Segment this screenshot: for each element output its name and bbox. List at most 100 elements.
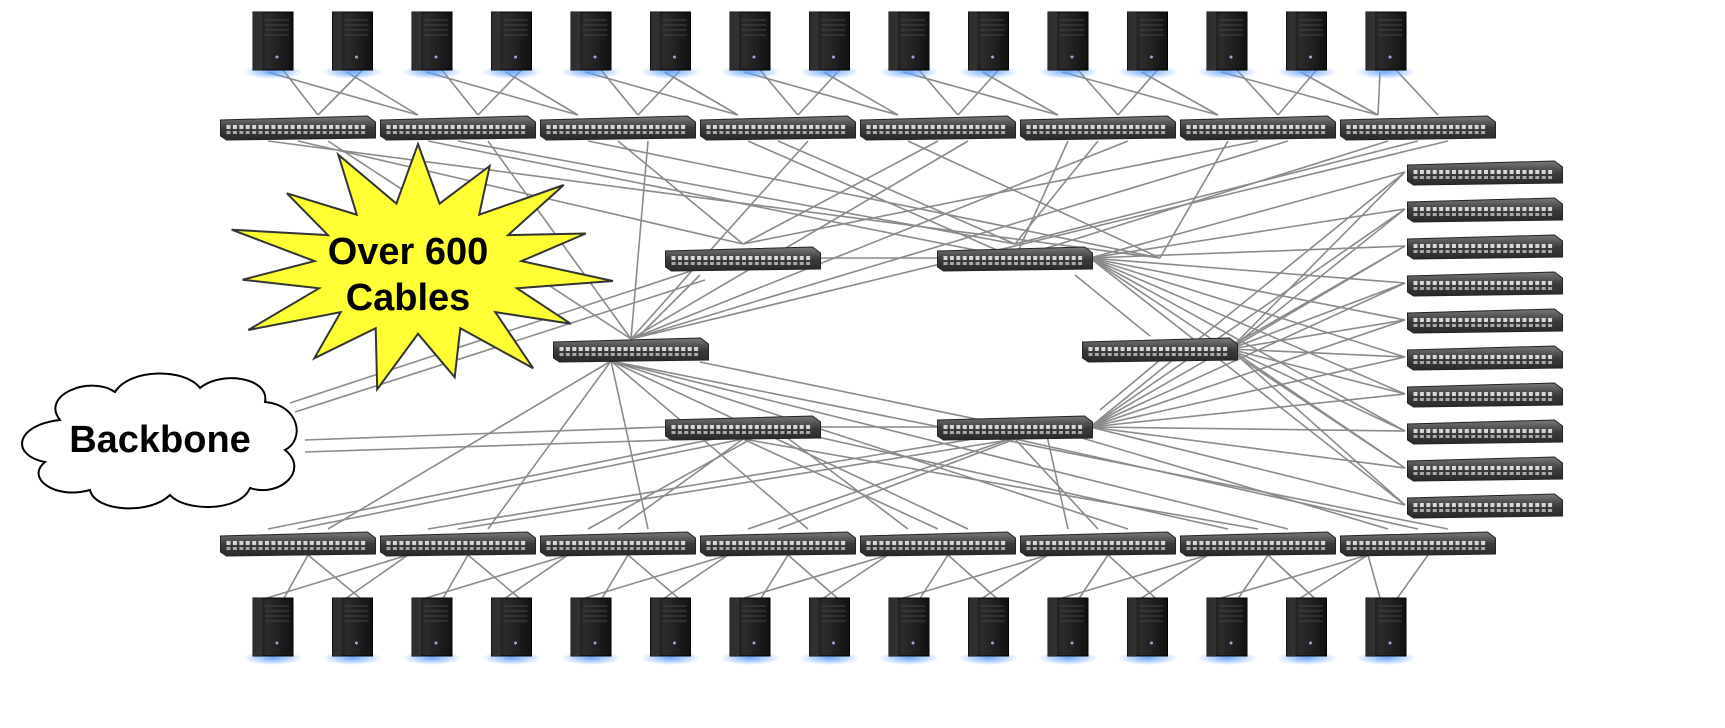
cable <box>1089 282 1406 428</box>
cable <box>982 554 1049 599</box>
cable <box>664 554 729 599</box>
cable <box>918 554 949 601</box>
server-tower-icon <box>561 597 621 665</box>
cable <box>441 554 469 601</box>
cable <box>630 140 1289 340</box>
cable <box>747 140 1016 259</box>
cable <box>759 554 789 601</box>
cable <box>610 360 809 530</box>
network-switch-icon <box>665 415 821 441</box>
server-tower-icon <box>1276 597 1337 665</box>
cable <box>742 140 939 245</box>
cable <box>1229 348 1406 506</box>
network-switch-icon <box>1340 115 1496 141</box>
cable <box>772 426 909 530</box>
network-switch-icon <box>540 531 696 557</box>
cable <box>1229 208 1406 350</box>
network-switch-icon <box>1407 234 1563 260</box>
cable <box>1229 348 1406 432</box>
cable <box>1074 274 1151 337</box>
cable <box>1014 140 1069 259</box>
cable <box>699 361 1016 428</box>
cable <box>1077 554 1109 601</box>
cable <box>1089 393 1406 428</box>
cable <box>823 554 889 599</box>
network-switch-icon <box>1407 456 1563 482</box>
cable <box>1089 319 1406 428</box>
cable <box>1089 257 1406 469</box>
server-tower-icon <box>243 597 303 665</box>
cable <box>1089 257 1406 395</box>
cable <box>902 71 1059 116</box>
cable <box>1089 171 1406 259</box>
cable <box>1220 71 1379 116</box>
cable <box>1061 554 1209 599</box>
cable <box>346 554 409 599</box>
network-switch-icon <box>1407 493 1563 519</box>
cable <box>1044 426 1389 530</box>
cable <box>777 140 1016 245</box>
cable <box>610 360 1449 530</box>
cable <box>743 554 889 599</box>
server-tower-icon <box>402 597 462 665</box>
cable <box>1089 257 1406 284</box>
cable <box>1061 71 1219 116</box>
server-tower-icon <box>1117 597 1178 665</box>
cable-count-callout: Over 600 Cables <box>231 141 614 393</box>
server-tower-icon <box>879 11 939 79</box>
cable <box>425 554 569 599</box>
cable <box>1141 71 1219 116</box>
cable <box>742 438 939 530</box>
cable <box>664 71 739 116</box>
cable <box>505 71 579 116</box>
cable <box>425 71 579 116</box>
cable <box>1220 554 1369 599</box>
server-tower-icon <box>958 11 1019 79</box>
cable <box>1236 554 1269 601</box>
network-switch-icon <box>1407 345 1563 371</box>
cable <box>267 426 774 530</box>
cable <box>630 140 1129 340</box>
cable <box>1089 208 1406 259</box>
callout-line-2: Cables <box>346 277 471 319</box>
server-tower-icon <box>1197 597 1257 665</box>
switch-group <box>220 115 1563 557</box>
server-tower-icon <box>561 11 621 79</box>
cable <box>457 438 1016 530</box>
cable <box>304 439 671 453</box>
cable <box>304 426 666 441</box>
network-switch-icon <box>540 115 696 141</box>
cable <box>1089 171 1406 428</box>
cable <box>297 140 744 245</box>
cable <box>1089 245 1406 428</box>
starburst-icon <box>231 141 614 393</box>
network-switch-icon <box>1407 197 1563 223</box>
cable <box>505 554 569 599</box>
server-tower-icon <box>720 11 780 79</box>
server-tower-icon <box>958 597 1019 665</box>
cable <box>1229 319 1406 350</box>
cable <box>587 426 774 530</box>
network-switch-icon <box>1082 337 1238 363</box>
cable <box>600 554 629 601</box>
cable <box>772 426 1229 530</box>
cable <box>610 360 1289 530</box>
server-group <box>243 11 1416 665</box>
cable <box>1089 426 1406 432</box>
network-switch-icon <box>700 531 856 557</box>
cable <box>1089 257 1406 432</box>
server-tower-icon <box>1276 11 1337 79</box>
cable <box>630 140 809 340</box>
cable <box>742 438 1259 530</box>
cable <box>1395 554 1429 601</box>
server-tower-icon <box>402 11 462 79</box>
cable <box>327 360 612 530</box>
cable <box>907 140 1161 259</box>
network-switch-icon <box>380 531 536 557</box>
network-switch-icon <box>1407 419 1563 445</box>
cable <box>610 360 969 530</box>
cable <box>610 360 649 530</box>
server-tower-icon <box>481 597 542 665</box>
cable <box>587 140 1161 259</box>
